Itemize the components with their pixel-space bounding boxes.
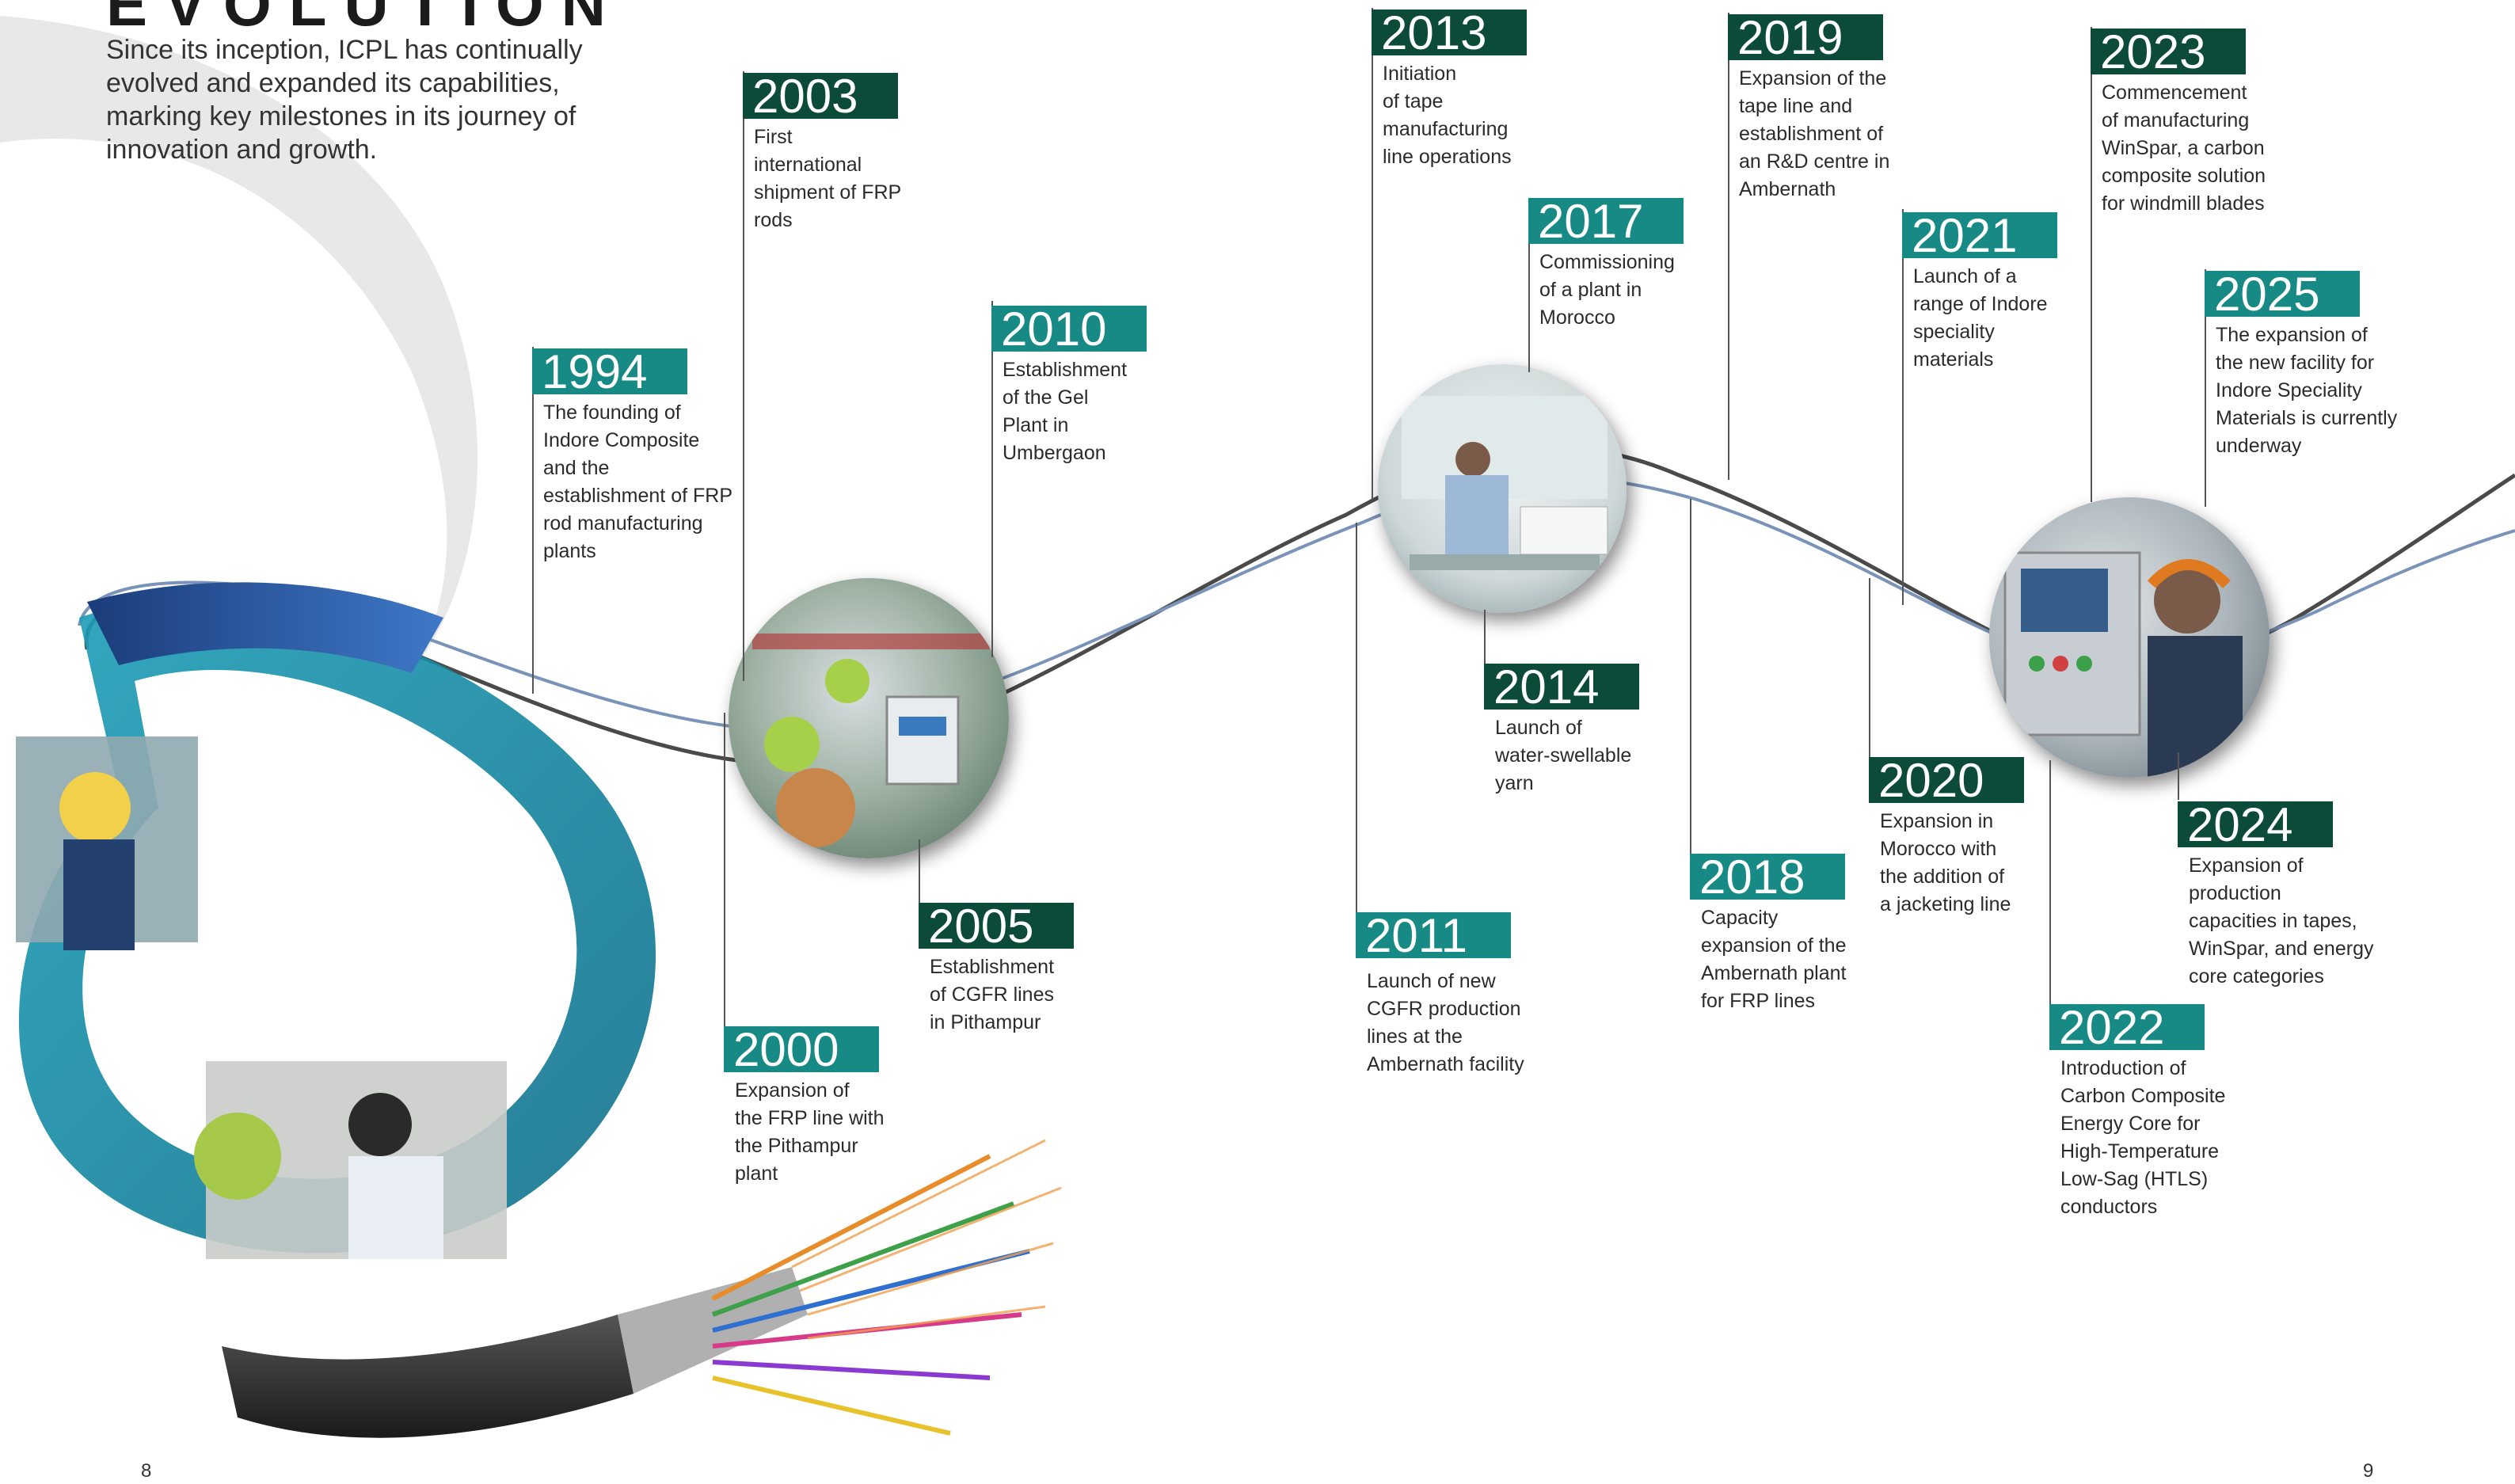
connector-2024 [2178, 752, 2179, 800]
event-description: Commencement of manufacturing WinSpar, a… [2102, 82, 2266, 215]
event-year: 2020 [1869, 757, 2024, 803]
event-year: 2023 [2091, 29, 2246, 74]
event-1994: 1994 The founding of Indore Composite an… [532, 348, 732, 565]
connector-1994 [532, 347, 534, 694]
event-2019: 2019 Expansion of the tape line and esta… [1728, 14, 1889, 204]
event-2017: 2017 Commissioning of a plant in Morocco [1528, 198, 1684, 332]
event-2024: 2024 Expansion of production capacities … [2178, 801, 2373, 991]
event-2023: 2023 Commencement of manufacturing WinSp… [2091, 29, 2266, 218]
event-year: 2013 [1372, 10, 1527, 55]
page-heading: EVOLUTION [106, 0, 624, 39]
connector-2011 [1356, 523, 1357, 919]
event-year: 2014 [1484, 664, 1639, 710]
event-description: The founding of Indore Composite and the… [543, 401, 732, 562]
connector-2023 [2091, 27, 2092, 502]
connector-2020 [1869, 578, 1870, 760]
connector-2003 [743, 71, 744, 681]
event-2013: 2013 Initiation of tape manufacturing li… [1372, 10, 1527, 171]
event-year: 2011 [1356, 912, 1511, 958]
event-description: Expansion of the tape line and establish… [1739, 67, 1890, 200]
event-year: 2018 [1690, 854, 1845, 900]
lab-technician-circle-photo [1378, 364, 1627, 613]
event-2025: 2025 The expansion of the new facility f… [2205, 271, 2397, 460]
event-year: 2025 [2205, 271, 2360, 317]
event-year: 2010 [991, 306, 1147, 352]
event-year: 2005 [919, 903, 1074, 949]
operator-control-panel-circle-photo [1989, 497, 2270, 778]
event-description: Establishment of CGFR lines in Pithampur [930, 956, 1055, 1033]
factory-machinery-circle-photo [729, 578, 1009, 858]
event-description: First international shipment of FRP rods [754, 126, 902, 231]
connector-2021 [1902, 209, 1904, 605]
event-description: Initiation of tape manufacturing line op… [1383, 63, 1512, 168]
event-year: 2021 [1902, 212, 2057, 258]
event-description: Commissioning of a plant in Morocco [1539, 251, 1675, 329]
event-2000: 2000 Expansion of the FRP line with the … [724, 1026, 885, 1188]
ribbon-collage-solar-factory-cable-image [16, 582, 1062, 1438]
connector-2019 [1728, 13, 1729, 480]
connector-2005 [919, 839, 920, 911]
page-number-right: 9 [2363, 1460, 2374, 1482]
event-2005: 2005 Establishment of CGFR lines in Pith… [919, 903, 1074, 1037]
connector-2013 [1372, 8, 1373, 499]
intro-paragraph: Since its inception, ICPL has continuall… [106, 35, 583, 165]
connector-2018 [1690, 499, 1691, 855]
page-number-left: 8 [141, 1460, 152, 1482]
event-year: 2017 [1528, 198, 1684, 244]
connector-2014 [1484, 610, 1486, 665]
event-2011: 2011 Launch of new CGFR production lines… [1356, 912, 1524, 1079]
event-2010: 2010 Establishment of the Gel Plant in U… [991, 306, 1147, 467]
grey-swoosh [0, 16, 478, 681]
event-description: Launch of a range of Indore speciality m… [1913, 265, 2048, 371]
event-description: Launch of new CGFR production lines at t… [1367, 970, 1524, 1075]
event-2021: 2021 Launch of a range of Indore special… [1902, 212, 2057, 374]
connector-2000 [724, 713, 725, 1029]
event-2014: 2014 Launch of water-swellable yarn [1484, 664, 1639, 797]
event-2020: 2020 Expansion in Morocco with the addit… [1869, 757, 2024, 919]
event-year: 2024 [2178, 801, 2333, 847]
event-year: 2022 [2049, 1004, 2205, 1050]
event-year: 2003 [743, 73, 898, 119]
connector-2022 [2049, 760, 2051, 1006]
event-description: Expansion in Morocco with the addition o… [1880, 810, 2011, 915]
event-description: The expansion of the new facility for In… [2216, 324, 2398, 457]
event-description: Introduction of Carbon Composite Energy … [2060, 1057, 2226, 1218]
event-2018: 2018 Capacity expansion of the Ambernath… [1690, 854, 1846, 1015]
event-description: Expansion of the FRP line with the Pitha… [735, 1079, 885, 1185]
connector-2010 [991, 301, 993, 657]
event-2003: 2003 First international shipment of FRP… [743, 73, 901, 234]
event-description: Establishment of the Gel Plant in Umberg… [1003, 359, 1128, 464]
connector-2017 [1528, 198, 1530, 372]
event-description: Launch of water-swellable yarn [1495, 717, 1632, 794]
event-year: 1994 [532, 348, 687, 394]
event-year: 2019 [1728, 14, 1883, 60]
event-description: Capacity expansion of the Ambernath plan… [1701, 907, 1847, 1012]
event-description: Expansion of production capacities in ta… [2189, 854, 2374, 987]
connector-2025 [2205, 269, 2206, 507]
event-2022: 2022 Introduction of Carbon Composite En… [2049, 1004, 2225, 1221]
event-year: 2000 [724, 1026, 879, 1072]
